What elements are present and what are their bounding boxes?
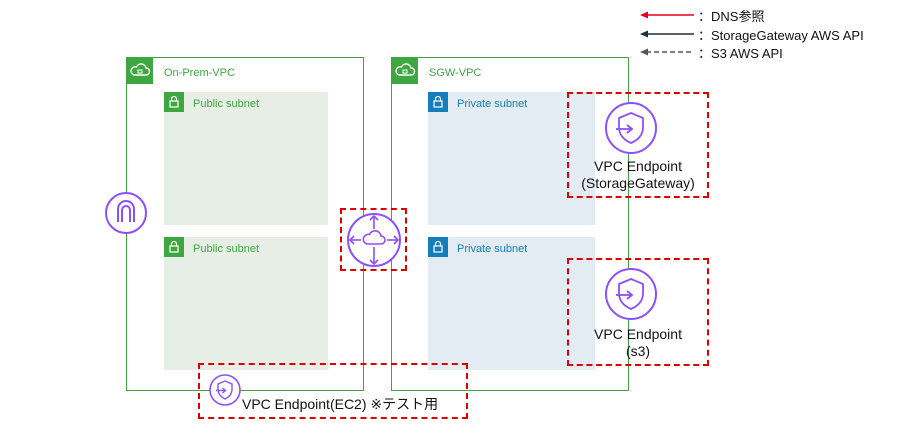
legend-label-dns: ：DNS参照 [698, 9, 765, 24]
subnet-title: Private subnet [457, 98, 528, 110]
endpoint-label-line1: VPC Endpoint [594, 326, 682, 342]
endpoint-ec2: VPC Endpoint(EC2) ※テスト用 [198, 363, 468, 419]
endpoint-label-line2: (s3) [625, 343, 651, 359]
onprem-public-subnet-2: Public subnet [164, 237, 328, 370]
legend-label-sgw-api: ：StorageGateway AWS API [698, 28, 864, 43]
onprem-public-subnet-1: Public subnet [164, 92, 328, 225]
subnet-title: Public subnet [193, 98, 260, 110]
endpoint-storage-gateway: VPC Endpoint (StorageGateway) [567, 92, 709, 198]
vpc-cloud-icon [127, 58, 153, 84]
lock-icon [428, 92, 448, 112]
lock-icon [164, 92, 184, 112]
endpoint-ec2-label: VPC Endpoint(EC2) ※テスト用 [242, 396, 439, 412]
sgw-vpc-title: SGW-VPC [429, 67, 482, 79]
endpoint-s3: VPC Endpoint (s3) [567, 258, 709, 366]
transit-highlight [340, 208, 407, 271]
endpoint-storage-gateway-label: VPC Endpoint (StorageGateway) [569, 158, 707, 192]
endpoint-s3-label: VPC Endpoint (s3) [569, 326, 707, 360]
legend: ：DNS参照 ：StorageGateway AWS API ：S3 AWS A… [640, 4, 908, 64]
endpoint-label-line1: VPC Endpoint [594, 158, 682, 174]
vpc-endpoint-icon [605, 268, 657, 320]
vpc-endpoint-icon [209, 374, 241, 406]
legend-label-s3-api: ：S3 AWS API [698, 46, 783, 61]
legend-line-dns [640, 11, 694, 19]
internet-gateway-icon [105, 192, 147, 234]
vpc-cloud-icon [392, 58, 418, 84]
onprem-vpc-title: On-Prem-VPC [164, 67, 235, 79]
subnet-title: Private subnet [457, 243, 528, 255]
lock-icon [428, 237, 448, 257]
transit-gateway-icon [347, 213, 401, 267]
subnet-title: Public subnet [193, 243, 260, 255]
lock-icon [164, 237, 184, 257]
vpc-endpoint-icon [605, 102, 657, 154]
legend-line-s3-api [640, 48, 694, 56]
endpoint-label-line2: (StorageGateway) [581, 175, 695, 191]
legend-line-sgw-api [640, 30, 694, 38]
